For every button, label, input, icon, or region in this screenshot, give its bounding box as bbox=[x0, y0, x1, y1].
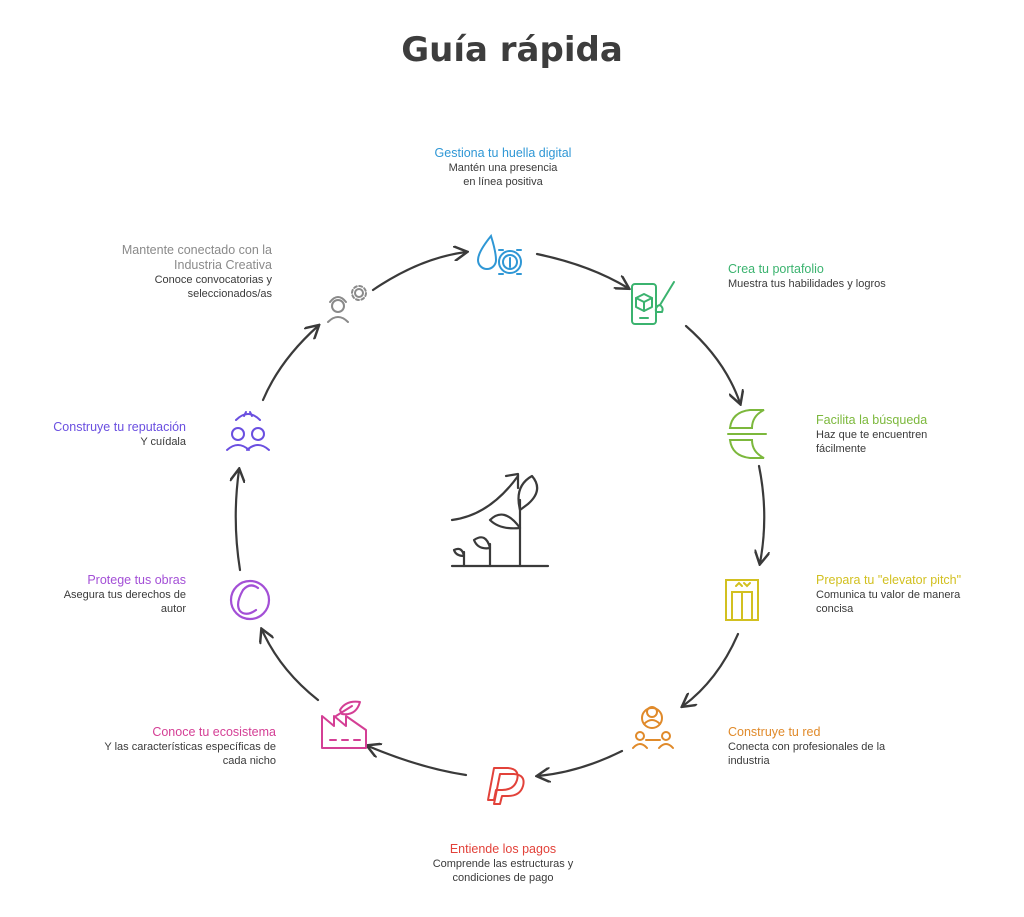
step-title: Crea tu portafolio bbox=[728, 262, 824, 276]
arrow-2-3 bbox=[684, 324, 740, 403]
step-desc: Y cuídala bbox=[140, 436, 186, 448]
arrow-1-2 bbox=[535, 252, 628, 288]
elevator-icon bbox=[725, 579, 759, 621]
step-portafolio: Crea tu portafolio Muestra tus habilidad… bbox=[728, 262, 898, 291]
step-title: Construye tu reputación bbox=[53, 420, 186, 434]
arrow-9-10 bbox=[261, 326, 318, 402]
step-title: Protege tus obras bbox=[87, 573, 186, 587]
step-desc: Muestra tus habilidades y logros bbox=[728, 278, 886, 290]
step-desc: Asegura tus derechos de autor bbox=[63, 589, 186, 615]
fingerprint-drop-icon bbox=[476, 233, 522, 275]
arrow-3-4 bbox=[759, 464, 764, 563]
phone-brush-icon bbox=[631, 281, 675, 325]
step-red: Construye tu red Conecta con profesional… bbox=[728, 725, 908, 768]
step-desc: Mantén una presencia en línea positiva bbox=[448, 162, 558, 188]
step-reputacion: Construye tu reputación Y cuídala bbox=[16, 420, 186, 449]
step-pitch: Prepara tu "elevator pitch" Comunica tu … bbox=[816, 573, 996, 616]
step-title: Conoce tu ecosistema bbox=[152, 725, 276, 739]
arrow-10-1 bbox=[371, 252, 466, 292]
step-conectado: Mantente conectado con la Industria Crea… bbox=[96, 243, 272, 301]
paypal-icon bbox=[487, 767, 525, 805]
step-desc: Conecta con profesionales de la industri… bbox=[728, 741, 886, 767]
step-title: Mantente conectado con la Industria Crea… bbox=[121, 243, 272, 272]
step-title: Construye tu red bbox=[728, 725, 821, 739]
page-title: Guía rápida bbox=[401, 30, 623, 70]
step-huella: Gestiona tu huella digital Mantén una pr… bbox=[398, 146, 608, 189]
step-title: Gestiona tu huella digital bbox=[434, 146, 572, 160]
factory-leaf-icon bbox=[321, 700, 367, 749]
step-desc: Haz que te encuentren fácilmente bbox=[816, 429, 928, 455]
step-obras: Protege tus obras Asegura tus derechos d… bbox=[36, 573, 186, 616]
growing-plant-icon bbox=[450, 472, 550, 568]
search-burger-icon bbox=[727, 409, 767, 459]
step-pagos: Entiende los pagos Comprende las estruct… bbox=[398, 842, 608, 885]
worker-gear-icon bbox=[327, 285, 367, 323]
step-desc: Y las características específicas de cad… bbox=[104, 741, 276, 767]
step-desc: Comunica tu valor de manera concisa bbox=[816, 589, 961, 615]
step-title: Entiende los pagos bbox=[449, 842, 557, 856]
copyright-icon bbox=[229, 579, 271, 621]
network-people-icon bbox=[632, 706, 674, 749]
step-title: Prepara tu "elevator pitch" bbox=[816, 573, 962, 587]
people-reputation-icon bbox=[226, 411, 270, 451]
step-title: Facilita la búsqueda bbox=[816, 413, 928, 427]
arrow-8-9 bbox=[236, 470, 240, 572]
arrow-4-5 bbox=[683, 632, 740, 706]
step-desc: Conoce convocatorias y seleccionados/as bbox=[154, 274, 272, 300]
step-ecosistema: Conoce tu ecosistema Y las característic… bbox=[96, 725, 276, 768]
step-desc: Comprende las estructuras y condiciones … bbox=[432, 858, 574, 884]
arrow-7-8 bbox=[262, 630, 320, 702]
arrow-5-6 bbox=[538, 749, 624, 776]
step-busqueda: Facilita la búsqueda Haz que te encuentr… bbox=[816, 413, 966, 456]
arrow-6-7 bbox=[368, 746, 468, 777]
